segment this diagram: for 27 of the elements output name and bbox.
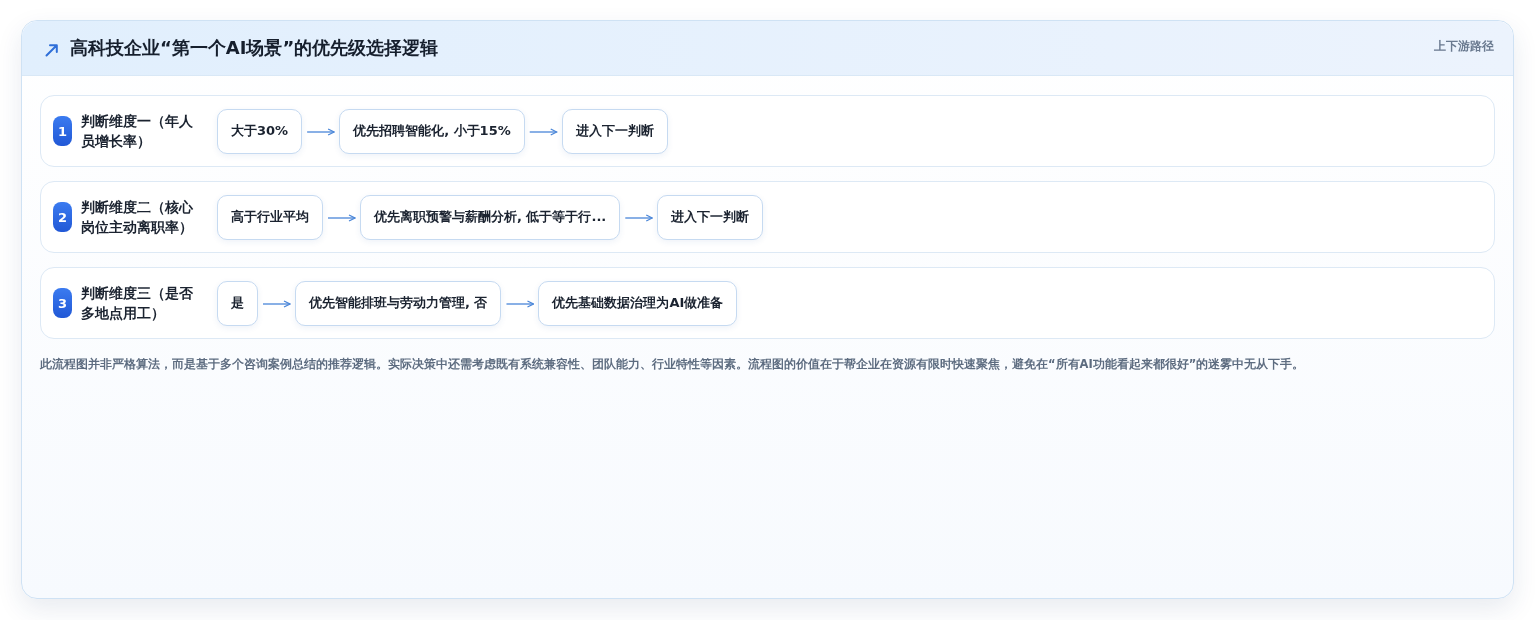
step-box: 大于30% [217,108,303,154]
step-box: 优先离职预警与薪酬分析, 低于等于行... [360,194,621,240]
step-box: 优先招聘智能化, 小于15% [339,108,525,154]
row-panel [40,95,1495,167]
arrow [327,214,356,222]
diagram-title: 高科技企业“第一个AI场景”的优先级选择逻辑 [70,36,439,60]
step-box: 优先智能排班与劳动力管理, 否 [295,280,502,326]
footnote-text: 此流程图并非严格算法，而是基于多个咨询案例总结的推荐逻辑。实际决策中还需考虑既有系统兼容性、团队能力、行业特性等因素。流程图的价值在于帮企业在资源有限时快速聚焦，避免在“所有AI功能看起来都很好”的迷雾中无从下手。 [40,356,1306,372]
row-panel [40,267,1495,339]
step-box: 进入下一判断 [657,194,764,240]
arrow [262,300,291,308]
step-box: 进入下一判断 [561,108,668,154]
section-label: 上下游路径 [1434,38,1494,55]
arrow [306,128,335,136]
dimension-label: 判断维度三（是否多地点用工） [81,284,194,323]
number-badge: 1 [53,116,72,146]
dimension-label: 判断维度二（核心岗位主动离职率） [81,198,194,237]
arrow [505,300,535,308]
arrow [624,214,653,222]
number-badge: 3 [53,288,72,318]
step-box: 优先基础数据治理为AI做准备 [538,280,738,326]
arrow [529,128,558,136]
dimension-label: 判断维度一（年人员增长率） [81,112,194,151]
step-box: 是 [217,280,258,326]
number-badge: 2 [53,202,72,232]
step-box: 高于行业平均 [217,194,323,240]
row-panel [40,181,1495,253]
